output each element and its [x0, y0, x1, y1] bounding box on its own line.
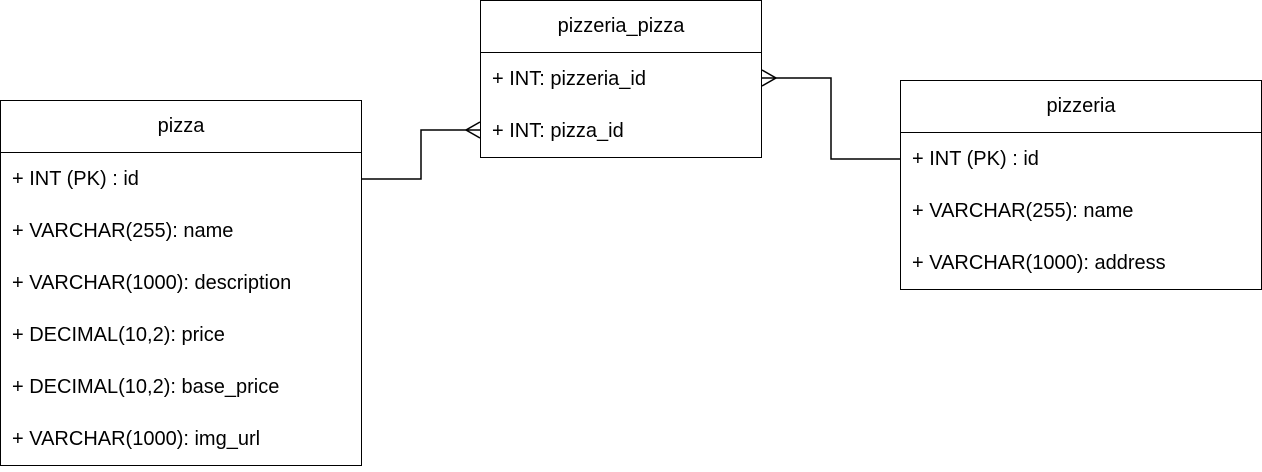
- field-row: + INT: pizzeria_id: [492, 67, 646, 90]
- entity-pizzeria[interactable]: pizzeria + INT (PK) : id + VARCHAR(255):…: [900, 80, 1262, 290]
- connector-pizza-to-pizzeria-pizza: [362, 129, 480, 180]
- entity-pizzeria-pizza[interactable]: pizzeria_pizza + INT: pizzeria_id + INT:…: [480, 0, 762, 158]
- field-row: + VARCHAR(1000): description: [12, 271, 292, 294]
- entity-title: pizzeria_pizza: [481, 1, 761, 53]
- field-row: + INT (PK) : id: [912, 147, 1039, 170]
- field-row: + INT: pizza_id: [492, 119, 624, 142]
- entity-title: pizzeria: [901, 81, 1261, 133]
- field-row: + INT (PK) : id: [12, 167, 139, 190]
- connector-pizzeria-to-pizzeria-pizza: [762, 77, 900, 160]
- field-row: + VARCHAR(255): name: [12, 219, 234, 242]
- field-row: + VARCHAR(1000): address: [912, 251, 1166, 274]
- entity-pizza[interactable]: pizza + INT (PK) : id + VARCHAR(255): na…: [0, 100, 362, 466]
- crows-foot-pizzeria-id: [761, 69, 778, 87]
- field-row: + DECIMAL(10,2): base_price: [12, 375, 280, 398]
- field-row: + DECIMAL(10,2): price: [12, 323, 225, 346]
- entity-title: pizza: [1, 101, 361, 153]
- field-row: + VARCHAR(1000): img_url: [12, 427, 261, 450]
- crows-foot-pizza-id: [464, 121, 481, 139]
- field-row: + VARCHAR(255): name: [912, 199, 1134, 222]
